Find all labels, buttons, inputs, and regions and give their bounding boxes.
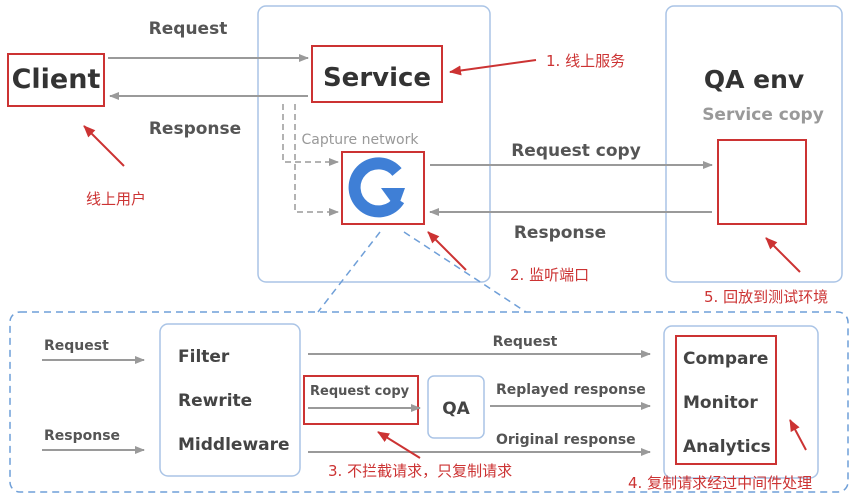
capture-dashed-top xyxy=(282,104,339,166)
zoom-line-right xyxy=(403,231,527,313)
qa-service-copy-box xyxy=(717,139,807,225)
annot-arrow-client xyxy=(83,125,125,167)
annot-online-users: 线上用户 xyxy=(86,190,146,208)
service-copy-label: Service copy xyxy=(702,105,824,125)
qa-env-panel xyxy=(665,5,843,283)
request-top-label: Request xyxy=(149,19,228,39)
request-copy-box xyxy=(303,375,419,425)
annot-arrow-middleware xyxy=(789,419,807,451)
bottom-request-left-label: Request xyxy=(44,338,109,354)
qa-env-label: QA env xyxy=(704,65,804,94)
rewrite-label: Rewrite xyxy=(178,391,252,411)
annot-arrow-port xyxy=(427,231,467,271)
goreplay-icon xyxy=(348,157,405,218)
request-copy-label: Request copy xyxy=(310,384,410,399)
annot-replay-env: 5. 回放到测试环境 xyxy=(704,288,828,306)
request-copy-top-label: Request copy xyxy=(511,141,641,161)
annot-arrow-service xyxy=(449,59,537,76)
annot-online-service: 1. 线上服务 xyxy=(546,52,625,70)
analysis-panel xyxy=(663,325,819,479)
zoom-line-left xyxy=(317,231,381,313)
original-response-label: Original response xyxy=(496,432,636,448)
bottom-response-left-label: Response xyxy=(44,428,120,444)
capture-network-label: Capture network xyxy=(302,132,420,148)
client-box xyxy=(7,53,105,107)
annot-listen-port: 2. 监听端口 xyxy=(510,266,589,284)
mid-request-label: Request xyxy=(493,334,558,350)
response-right-label: Response xyxy=(514,223,606,243)
client-label: Client xyxy=(12,64,101,95)
middleware-label: Middleware xyxy=(178,435,290,455)
qa-label: QA xyxy=(442,399,470,419)
service-label: Service xyxy=(323,63,431,93)
annot-middleware-process: 4. 复制请求经过中间件处理 xyxy=(628,474,812,492)
filter-label: Filter xyxy=(178,347,230,367)
bottom-dashed-panel xyxy=(9,311,849,493)
annot-arrow-replay xyxy=(765,237,801,273)
service-box xyxy=(311,45,443,103)
analytics-label: Analytics xyxy=(683,437,771,457)
annot-no-intercept: 3. 不拦截请求，只复制请求 xyxy=(328,462,512,480)
response-top-label: Response xyxy=(149,119,241,139)
middleware-panel xyxy=(159,323,301,477)
qa-box xyxy=(427,375,485,439)
compare-label: Compare xyxy=(683,349,768,369)
replayed-response-label: Replayed response xyxy=(496,382,646,398)
annot-arrow-no-intercept xyxy=(377,431,421,459)
monitor-label: Monitor xyxy=(683,393,758,413)
analysis-highlight-box xyxy=(675,335,777,465)
service-panel xyxy=(257,5,491,283)
capture-dashed-bottom xyxy=(294,104,339,216)
goreplay-box xyxy=(341,151,425,225)
